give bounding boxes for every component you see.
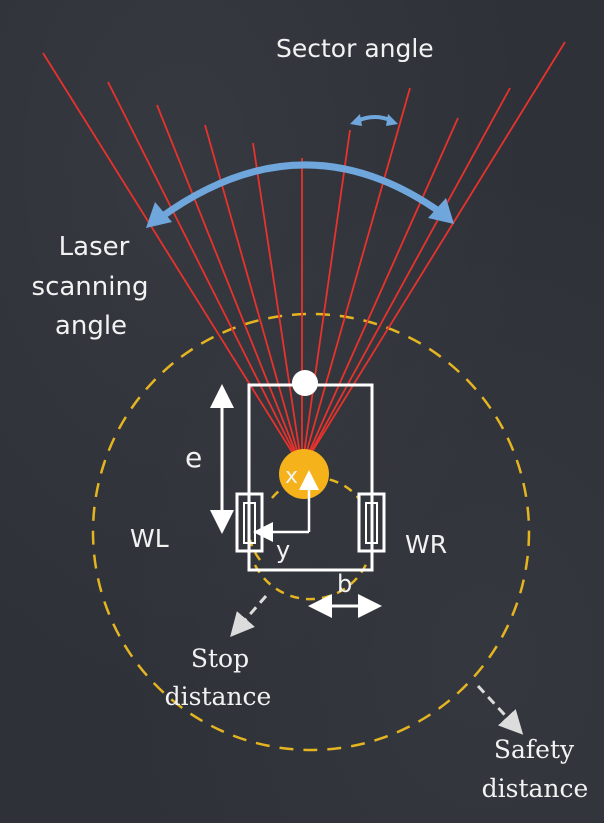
- y-label: y: [276, 536, 291, 564]
- wheel-right-inner: [365, 502, 378, 544]
- stop-distance-label-line2: distance: [164, 682, 272, 711]
- front-caster: [292, 370, 318, 396]
- laser-scanning-angle-label-line1: Laser: [58, 232, 130, 262]
- laser-ray: [204, 124, 303, 469]
- b-label: b: [337, 570, 353, 598]
- laser-ray: [156, 104, 303, 469]
- scanning-angle-arc: [156, 161, 444, 222]
- sector-angle-label: Sector angle: [276, 34, 434, 63]
- scanning-arc-left-arrowhead: [146, 202, 172, 228]
- x-label: x: [285, 464, 299, 489]
- safety-distance-pointer: [476, 684, 524, 735]
- laser-ray: [107, 81, 303, 469]
- safety-distance-label-line2: distance: [481, 774, 589, 803]
- wheel-right: [357, 492, 386, 553]
- sector-angle-arrow: [356, 115, 393, 123]
- laser-scanning-angle-label-line2: scanning: [31, 272, 149, 302]
- safety-distance-label-line1: Safety: [493, 735, 575, 764]
- laser-ray: [42, 52, 303, 469]
- stop-distance-pointer: [230, 595, 268, 638]
- sector-arrow-left-head: [350, 114, 362, 126]
- laser-ray: [301, 129, 351, 469]
- scanning-arc-right-arrowhead: [428, 198, 454, 224]
- laser-ray: [252, 142, 303, 469]
- laser-ray: [301, 117, 459, 469]
- laser-ray: [301, 87, 511, 469]
- e-label: e: [185, 441, 203, 474]
- safety-distance-circle: [91, 312, 531, 752]
- laser-ray: [301, 87, 411, 469]
- wr-label: WR: [405, 530, 448, 559]
- sector-arrow-right-head: [386, 114, 398, 126]
- wl-label: WL: [130, 524, 169, 553]
- laser-scanning-angle-label-line3: angle: [54, 311, 128, 341]
- laser-rays: [42, 41, 566, 469]
- stop-distance-label-line1: Stop: [190, 644, 250, 673]
- laser-ray: [301, 41, 566, 469]
